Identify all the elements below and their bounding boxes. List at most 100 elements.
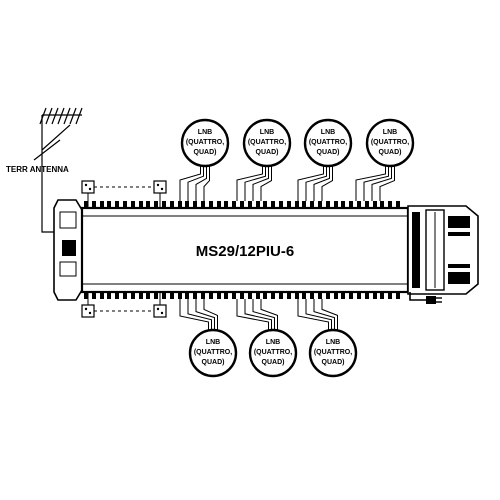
svg-text:LNB: LNB: [206, 339, 220, 346]
connector-bottom: [318, 291, 322, 299]
connector-top: [271, 201, 275, 209]
connector-top: [154, 201, 158, 209]
connector-top: [396, 201, 400, 209]
connector-bottom: [334, 291, 338, 299]
connector-bottom: [170, 291, 174, 299]
connector-bottom: [341, 291, 345, 299]
connector-bottom: [201, 291, 205, 299]
connector-bottom: [302, 291, 306, 299]
connector-bottom: [365, 291, 369, 299]
lnb-top-2: LNB (QUATTRO, QUAD): [242, 118, 292, 168]
svg-text:LNB: LNB: [321, 129, 335, 136]
multiswitch-body: [53, 199, 479, 304]
wall-socket-icon: [81, 292, 95, 318]
connector-top: [310, 201, 314, 209]
connector-top: [287, 201, 291, 209]
connector-top: [162, 201, 166, 209]
connector-bottom: [279, 291, 283, 299]
cable-bundle: [297, 166, 333, 201]
connector-bottom: [271, 291, 275, 299]
connector-bottom: [326, 291, 330, 299]
svg-text:(QUATTRO,: (QUATTRO,: [194, 349, 232, 356]
connector-top: [240, 201, 244, 209]
antenna-label: TERR ANTENNA: [6, 165, 69, 174]
connector-bottom: [146, 291, 150, 299]
svg-text:LNB: LNB: [260, 129, 274, 136]
connector-top: [115, 201, 119, 209]
connector-rows: [84, 201, 400, 299]
svg-text:LNB: LNB: [198, 129, 212, 136]
connector-top: [279, 201, 283, 209]
connector-top: [107, 201, 111, 209]
antenna-icon: [33, 107, 83, 233]
svg-text:(QUATTRO,: (QUATTRO,: [186, 139, 224, 146]
cable-bundle: [297, 299, 338, 330]
connector-top: [146, 201, 150, 209]
connector-bottom: [107, 291, 111, 299]
connector-top: [139, 201, 143, 209]
connector-top: [318, 201, 322, 209]
lnb-top-1: LNB (QUATTRO, QUAD): [180, 118, 230, 168]
svg-text:LNB: LNB: [266, 339, 280, 346]
svg-text:(QUATTRO,: (QUATTRO,: [254, 349, 292, 356]
connector-bottom: [115, 291, 119, 299]
connector-top: [178, 201, 182, 209]
svg-text:QUAD): QUAD): [322, 359, 345, 366]
connector-top: [256, 201, 260, 209]
connector-top: [388, 201, 392, 209]
connector-top: [131, 201, 135, 209]
connector-top: [217, 201, 221, 209]
connector-bottom: [256, 291, 260, 299]
connector-top: [248, 201, 252, 209]
svg-text:(QUATTRO,: (QUATTRO,: [371, 139, 409, 146]
connector-top: [334, 201, 338, 209]
connector-top: [123, 201, 127, 209]
connector-bottom: [388, 291, 392, 299]
connector-bottom: [139, 291, 143, 299]
connector-top: [365, 201, 369, 209]
svg-text:(QUATTRO,: (QUATTRO,: [248, 139, 286, 146]
connector-bottom: [248, 291, 252, 299]
outlets: [81, 180, 167, 318]
connector-top: [232, 201, 236, 209]
lnb-top-4: LNB (QUATTRO, QUAD): [365, 118, 415, 168]
connector-top: [302, 201, 306, 209]
cable-bundle: [179, 166, 210, 201]
svg-text:QUAD): QUAD): [262, 359, 285, 366]
connector-top: [349, 201, 353, 209]
device-model: MS29/12PIU-6: [196, 243, 294, 260]
svg-text:QUAD): QUAD): [256, 149, 279, 156]
connector-top: [295, 201, 299, 209]
svg-text:QUAD): QUAD): [202, 359, 225, 366]
connector-bottom: [396, 291, 400, 299]
connector-top: [224, 201, 228, 209]
connector-top: [100, 201, 104, 209]
connector-bottom: [178, 291, 182, 299]
connector-top: [263, 201, 267, 209]
connector-bottom: [357, 291, 361, 299]
connector-bottom: [295, 291, 299, 299]
svg-text:QUAD): QUAD): [194, 149, 217, 156]
connector-top: [380, 201, 384, 209]
connector-bottom: [92, 291, 96, 299]
connector-bottom: [380, 291, 384, 299]
connector-bottom: [373, 291, 377, 299]
connector-bottom: [131, 291, 135, 299]
connector-top: [185, 201, 189, 209]
connector-top: [341, 201, 345, 209]
connector-bottom: [154, 291, 158, 299]
connector-bottom: [224, 291, 228, 299]
connector-top: [92, 201, 96, 209]
connector-top: [84, 201, 88, 209]
connector-bottom: [217, 291, 221, 299]
svg-text:(QUATTRO,: (QUATTRO,: [309, 139, 347, 146]
connector-bottom: [209, 291, 213, 299]
connector-bottom: [349, 291, 353, 299]
svg-text:QUAD): QUAD): [317, 149, 340, 156]
lnb-bottom-1: LNB (QUATTRO, QUAD): [188, 328, 238, 378]
lnb-bottom-2: LNB (QUATTRO, QUAD): [248, 328, 298, 378]
lnb-bottom-3: LNB (QUATTRO, QUAD): [308, 328, 358, 378]
connector-bottom: [84, 291, 88, 299]
connector-top: [357, 201, 361, 209]
